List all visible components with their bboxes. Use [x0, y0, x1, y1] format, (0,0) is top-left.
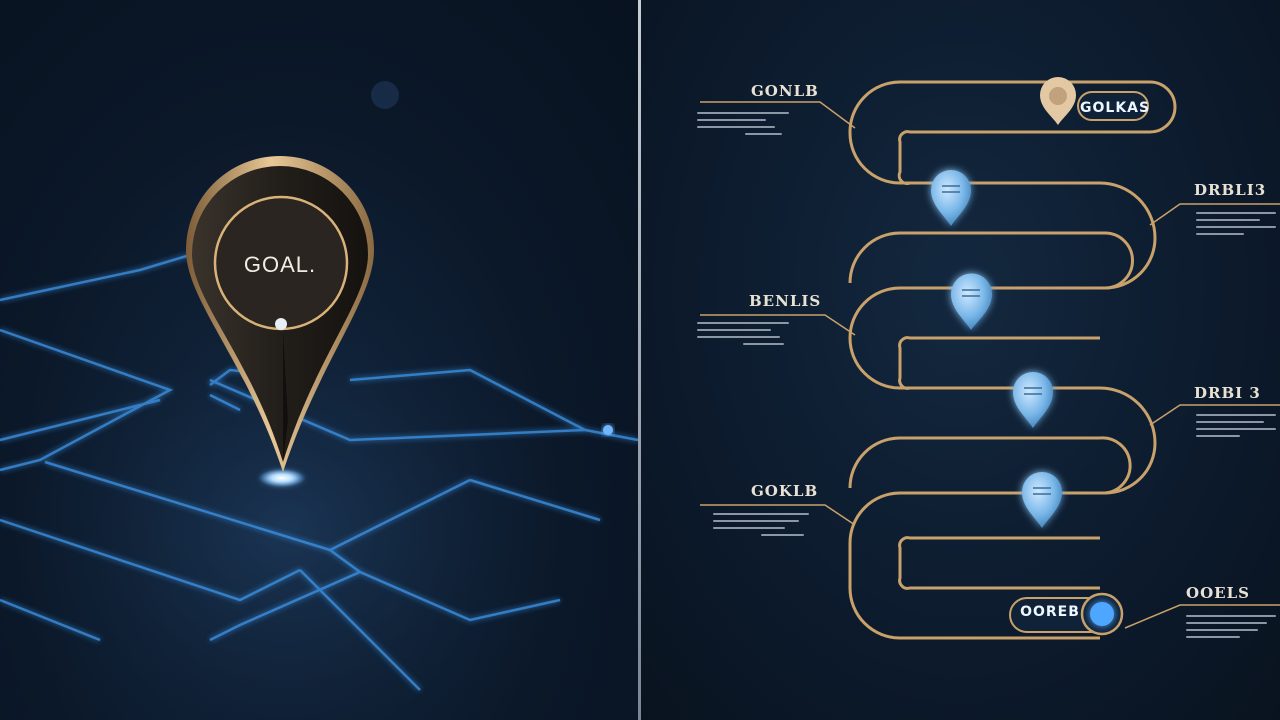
goal-pin-label: GOAL. [243, 252, 317, 277]
milestone-text-6 [1186, 615, 1276, 643]
milestone-pin-icon [931, 170, 1062, 528]
start-pin-icon [1040, 77, 1076, 125]
milestone-title-1: GONLB [751, 82, 819, 100]
milestone-text-4 [1196, 414, 1276, 442]
milestone-text-1 [697, 112, 789, 140]
milestone-text-2 [1196, 212, 1276, 240]
milestone-text-3 [697, 322, 789, 350]
panel-divider [638, 0, 641, 720]
milestone-title-3: BENLIS [749, 292, 822, 310]
milestone-title-2: DRBLI3 [1194, 181, 1267, 199]
left-panel: GOAL. [0, 0, 638, 720]
right-panel: GONLB DRBLI3 BENLIS DRBI 3 GOKLB OOELS [641, 0, 1280, 720]
glowing-grid [0, 81, 638, 720]
milestone-title-6: OOELS [1186, 584, 1250, 602]
start-badge-label: GOLKAS [1080, 100, 1151, 116]
goal-pin-icon [186, 156, 374, 487]
roadmap-path [700, 77, 1280, 640]
milestone-title-4: DRBI 3 [1194, 384, 1261, 402]
end-badge-label: OOREB [1020, 604, 1080, 620]
milestone-text-5 [713, 513, 809, 541]
milestone-title-5: GOKLB [751, 482, 819, 500]
